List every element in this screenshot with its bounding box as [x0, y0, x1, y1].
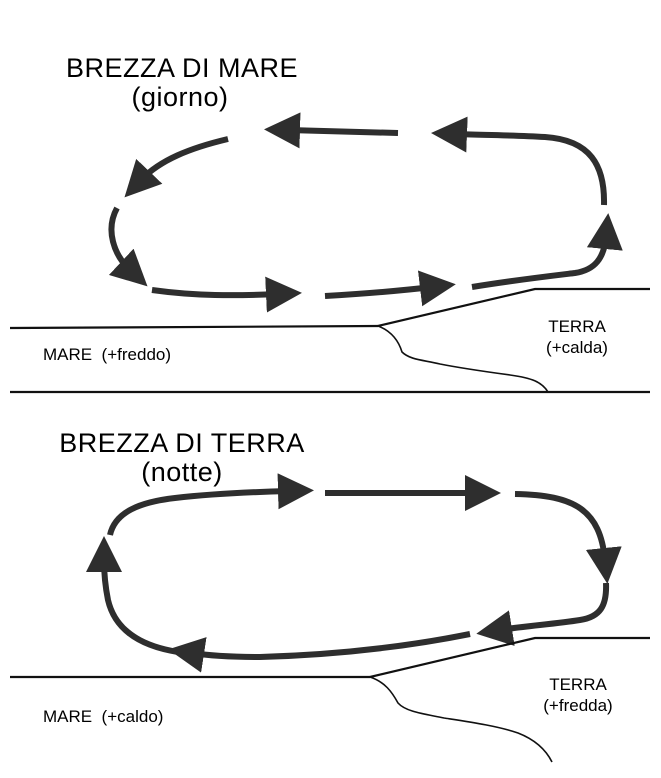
- night-title-line1: BREZZA DI TERRA: [59, 428, 305, 458]
- night-arrow-top-left: [107, 473, 314, 536]
- day-sea-label: MARE (+freddo): [43, 345, 171, 364]
- night-coastline: [369, 676, 553, 763]
- day-land-label-line2: (+calda): [546, 338, 608, 357]
- day-arrow-bottom-1: [151, 276, 302, 313]
- day-land-surface: [377, 287, 650, 328]
- day-title-line2: (giorno): [131, 82, 228, 112]
- night-arrow-left-up: [86, 536, 179, 655]
- night-arrow-right-bottom: [476, 582, 610, 646]
- day-circulation-arrows: [108, 112, 623, 313]
- day-coastline: [377, 325, 549, 393]
- day-arrow-bottom-3: [471, 213, 623, 290]
- night-arrow-top-right-down: [514, 491, 622, 584]
- day-land-label-line1: TERRA: [548, 317, 606, 336]
- night-terrain: [10, 636, 650, 763]
- night-land-label-line2: (+fredda): [543, 696, 612, 715]
- day-arrow-left-down: [108, 206, 148, 287]
- day-terrain: [9, 287, 650, 394]
- night-arrow-bottom: [168, 631, 471, 673]
- panel-day: BREZZA DI MARE (giorno) MARE (+freddo) T…: [9, 53, 650, 394]
- night-land-label-line1: TERRA: [549, 675, 607, 694]
- day-title-line1: BREZZA DI MARE: [66, 53, 298, 83]
- night-circulation-arrows: [86, 473, 622, 673]
- panel-night: BREZZA DI TERRA (notte) MARE (+caldo) TE…: [10, 428, 650, 763]
- day-arrow-upper-left: [124, 136, 229, 198]
- day-arrow-top-middle: [264, 112, 399, 149]
- day-arrow-right-up-top: [431, 116, 608, 206]
- day-arrow-bottom-2: [324, 270, 456, 307]
- night-title-line2: (notte): [141, 457, 223, 487]
- night-land-surface: [369, 636, 650, 679]
- day-sea-surface: [9, 324, 379, 330]
- night-sea-label: MARE (+caldo): [43, 707, 163, 726]
